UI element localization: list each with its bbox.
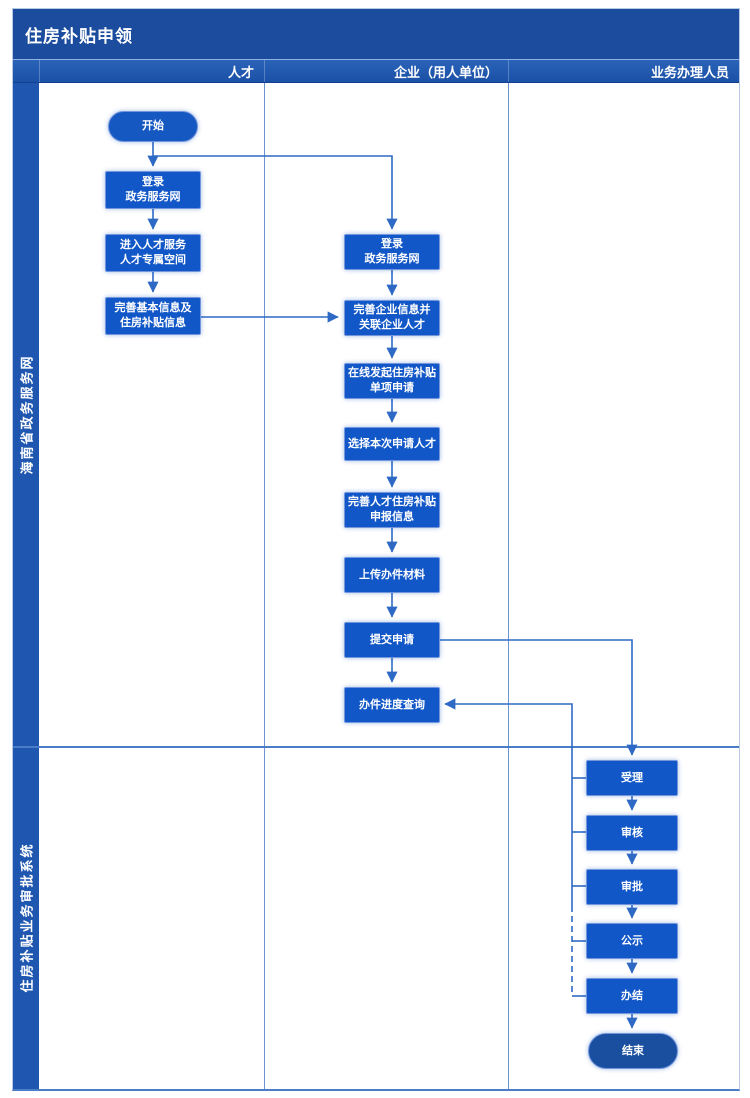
flow-node-enterprise-complete-info: 完善企业信息并 关联企业人才 bbox=[344, 300, 440, 336]
flow-node-staff-approve: 审批 bbox=[586, 869, 678, 905]
flow-node-enterprise-progress-query: 办件进度查询 bbox=[344, 687, 440, 723]
lane-divider bbox=[13, 746, 739, 748]
flow-node-talent-enter-space: 进入人才服务 人才专属空间 bbox=[105, 234, 201, 272]
flow-node-enterprise-select-talent: 选择本次申请人才 bbox=[344, 427, 440, 461]
lane-label-text: 海南省政务服务网 bbox=[19, 354, 35, 475]
column-header-row: 人才 企业（用人单位） 业务办理人员 bbox=[13, 59, 739, 83]
column-header-talent: 人才 bbox=[39, 60, 264, 82]
header-corner-cell bbox=[13, 60, 39, 82]
column-header-staff: 业务办理人员 bbox=[508, 60, 739, 82]
flow-node-enterprise-upload-materials: 上传办件材料 bbox=[344, 557, 440, 593]
flow-node-enterprise-declare-info: 完善人才住房补贴 申报信息 bbox=[344, 492, 440, 528]
lane-label-approval-system: 住房补贴业务审批系统 bbox=[13, 746, 39, 1089]
flow-node-enterprise-submit: 提交申请 bbox=[344, 622, 440, 658]
lane-label-text: 住房补贴业务审批系统 bbox=[19, 842, 35, 993]
flow-node-staff-review: 审核 bbox=[586, 815, 678, 851]
flow-node-talent-complete-info: 完善基本信息及 住房补贴信息 bbox=[105, 297, 201, 335]
column-divider-1 bbox=[264, 83, 265, 1089]
title-bar: 住房补贴申领 bbox=[13, 9, 739, 59]
flow-node-staff-finish: 办结 bbox=[586, 978, 678, 1014]
diagram-title: 住房补贴申领 bbox=[25, 26, 133, 46]
flow-node-talent-login: 登录 政务服务网 bbox=[105, 171, 201, 209]
flow-node-enterprise-initiate-application: 在线发起住房补贴 单项申请 bbox=[344, 363, 440, 399]
lane-label-gov-service-net: 海南省政务服务网 bbox=[13, 83, 39, 746]
flowchart-diagram: 住房补贴申领 人才 企业（用人单位） 业务办理人员 海南省政务服务网 住房补贴业… bbox=[12, 8, 740, 1091]
flow-node-enterprise-login: 登录 政务服务网 bbox=[344, 234, 440, 270]
flow-node-staff-accept: 受理 bbox=[586, 760, 678, 796]
flow-node-end: 结束 bbox=[588, 1033, 678, 1069]
flow-node-start: 开始 bbox=[108, 111, 198, 142]
flow-node-staff-publicize: 公示 bbox=[586, 923, 678, 959]
column-header-enterprise: 企业（用人单位） bbox=[264, 60, 508, 82]
column-divider-2 bbox=[508, 83, 509, 1089]
